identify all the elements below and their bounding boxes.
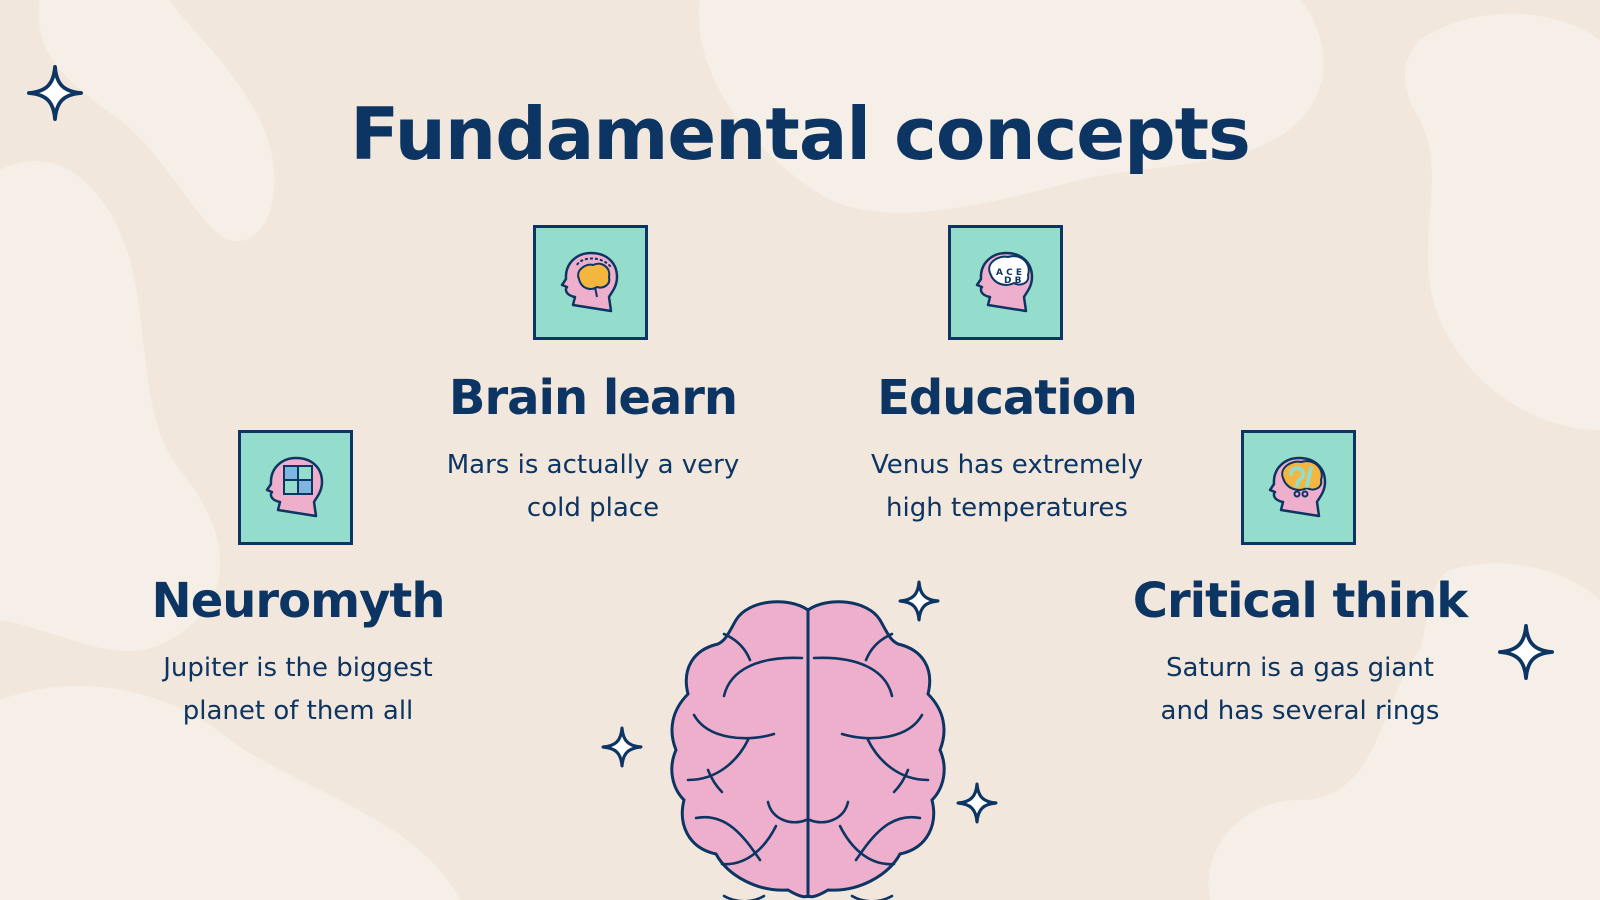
concept-desc-critical-think: Saturn is a gas giant and has several ri… <box>1090 647 1510 733</box>
sparkle-icon <box>601 726 643 768</box>
sparkle-icon <box>898 580 940 622</box>
concept-desc-education: Venus has extremely high temperatures <box>797 444 1217 530</box>
concept-desc-line: high temperatures <box>886 493 1128 523</box>
concept-desc-line: Saturn is a gas giant <box>1166 653 1434 683</box>
concept-desc-line: Jupiter is the biggest <box>163 653 433 683</box>
concept-title-education: Education <box>877 370 1138 426</box>
brain-illustration <box>670 600 946 900</box>
sparkle-icon <box>956 782 998 824</box>
concept-icon-education: A C E D B <box>948 225 1063 340</box>
concept-icon-critical-think <box>1241 430 1356 545</box>
concept-desc-line: planet of them all <box>182 696 414 726</box>
concept-desc-line: Mars is actually a very <box>446 450 740 480</box>
concept-title-neuromyth: Neuromyth <box>151 573 446 629</box>
concept-icon-brain-learn <box>533 225 648 340</box>
concept-desc-line: cold place <box>526 493 660 523</box>
slide-title: Fundamental concepts <box>350 92 1251 176</box>
svg-text:D B: D B <box>1004 276 1022 286</box>
concept-desc-line: Venus has extremely <box>871 450 1143 480</box>
concept-title-brain-learn: Brain learn <box>448 370 738 426</box>
svg-text:A C E: A C E <box>996 268 1022 278</box>
concept-desc-line: and has several rings <box>1160 696 1440 726</box>
concept-desc-brain-learn: Mars is actually a very cold place <box>383 444 803 530</box>
concept-icon-neuromyth <box>238 430 353 545</box>
head-brain-icon <box>560 251 618 312</box>
head-puzzle-icon <box>265 456 323 517</box>
sparkle-icon <box>27 65 83 121</box>
concept-title-critical-think: Critical think <box>1132 573 1468 629</box>
concept-desc-neuromyth: Jupiter is the biggest planet of them al… <box>88 647 508 733</box>
sparkle-icon <box>1498 624 1554 680</box>
head-question-icon <box>1268 456 1326 517</box>
head-letters-icon: A C E D B <box>975 251 1033 312</box>
